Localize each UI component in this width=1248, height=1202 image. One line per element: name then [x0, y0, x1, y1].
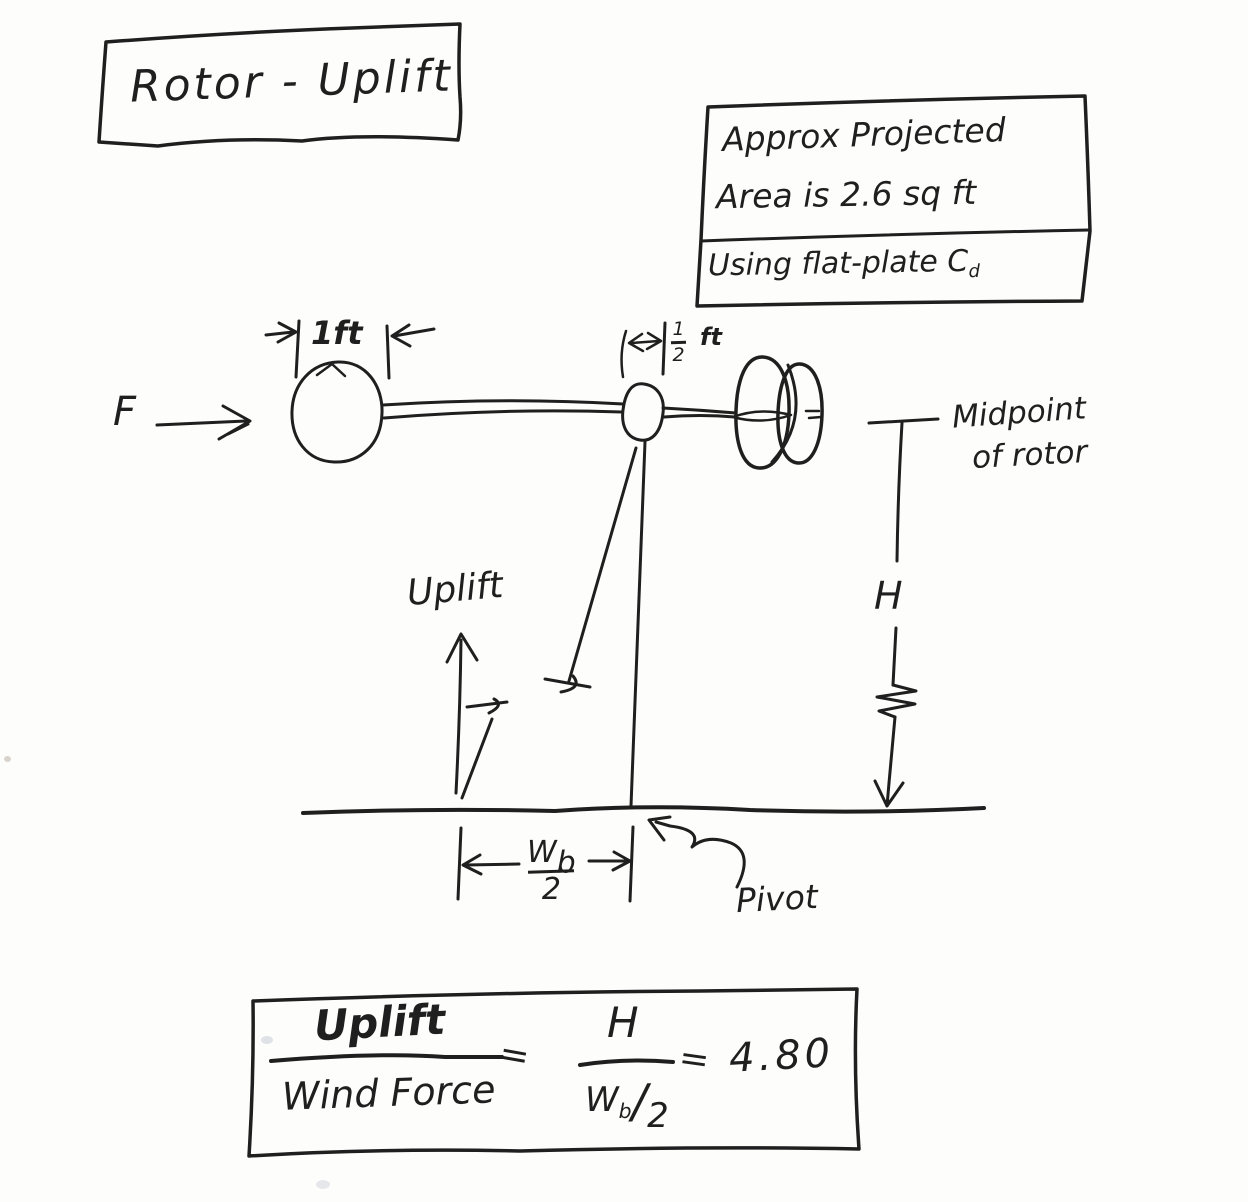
shaft-right-top — [661, 406, 738, 415]
formula-lhs-numerator: Uplift — [312, 994, 447, 1051]
note-box-border — [695, 94, 1092, 308]
wb-tick-right — [628, 825, 635, 903]
dim-1ft-tick-left — [294, 319, 301, 379]
midpoint-label-line1: Midpoint — [950, 390, 1088, 436]
note-line-1: Approx Projected — [721, 110, 1007, 159]
guy-line-1-end — [543, 674, 592, 694]
note-line-3-text: Using flat-plate — [707, 244, 948, 284]
nose-circle-tick — [315, 362, 347, 378]
dim-half-tick — [661, 321, 667, 376]
base-dim-subscript: b — [556, 845, 576, 881]
force-label: F — [113, 389, 137, 435]
paper-smudge — [4, 756, 11, 762]
formula-rhs-denominator: Wb/2 — [585, 1072, 669, 1133]
pivot-ellipse — [621, 382, 665, 442]
formula-rhs-numerator: H — [607, 998, 639, 1047]
cd-symbol: C — [947, 243, 969, 280]
formula-rhs-den-bottom: 2 — [647, 1096, 669, 1136]
rotor-blade-sweep — [770, 363, 798, 464]
height-label: H — [874, 574, 903, 618]
paper-smudge — [316, 1180, 330, 1189]
dim-1ft-tick-right — [385, 324, 391, 380]
shaft-left-bottom — [382, 409, 624, 420]
title-box-border — [97, 22, 463, 148]
formula-equals-2: = — [676, 1037, 712, 1082]
pivot-label: Pivot — [735, 876, 819, 921]
formula-rhs-den-symbol: W — [585, 1080, 619, 1120]
h-line-lower — [887, 715, 897, 785]
guy-line-2 — [460, 717, 494, 800]
sketch-title: Rotor - Uplift — [129, 50, 454, 113]
hub-dim-denominator: 2 — [672, 344, 685, 366]
note-line-3: Using flat-plate Cd — [707, 243, 981, 284]
wb-tick-left — [456, 826, 463, 901]
wb-arrow-right — [587, 850, 632, 872]
base-dim-fraction: Wb 2 — [527, 838, 576, 905]
hub-dim-unit: ft — [700, 323, 722, 351]
midpoint-label-line2: of rotor — [971, 434, 1089, 476]
formula-lhs-denominator: Wind Force — [281, 1067, 497, 1119]
formula-rhs-bar — [578, 1058, 675, 1067]
rotor-disc-front — [734, 355, 791, 470]
guy-line-1 — [567, 446, 638, 683]
hub-dim-bar — [670, 340, 687, 345]
hub-dim-fraction: 1 2 — [670, 318, 687, 366]
shaft-right-bottom — [662, 414, 737, 419]
wb-arrow-left — [461, 853, 521, 876]
rotor-tick — [804, 409, 823, 420]
nose-dim-label: 1ft — [311, 314, 363, 352]
ground-line — [301, 805, 986, 815]
uplift-arrowhead-icon — [445, 632, 479, 664]
note-box-divider — [699, 228, 1091, 243]
force-arrowhead-icon — [217, 404, 252, 441]
dim-half-arrow — [627, 331, 663, 353]
cd-subscript: d — [968, 260, 981, 283]
formula-lhs-bar — [269, 1053, 504, 1063]
h-arrowhead-icon — [873, 779, 905, 808]
base-dim-denominator: 2 — [541, 872, 561, 907]
rotor-hub-lens — [731, 410, 793, 422]
formula-result: 4.80 — [727, 1030, 836, 1082]
base-dim-symbol: W — [527, 835, 557, 870]
formula-equals-1: = — [495, 1032, 533, 1079]
formula-rhs-den-slash: / — [631, 1074, 648, 1128]
formula-box-border — [247, 987, 861, 1158]
h-line-break — [875, 683, 918, 719]
rotor-disc-back — [776, 362, 824, 465]
midpoint-tbar — [867, 417, 940, 425]
uplift-arrow — [454, 638, 463, 795]
h-line-mid — [891, 626, 898, 687]
formula-rhs-den-subscript: b — [618, 1099, 632, 1124]
hub-dim-numerator: 1 — [672, 318, 685, 340]
force-arrow — [155, 419, 248, 427]
shaft-left-top — [381, 399, 625, 407]
tower-pole — [629, 440, 647, 808]
dim-1ft-arrow-left — [264, 321, 298, 344]
dim-1ft-arrow-right — [390, 323, 436, 348]
uplift-label: Uplift — [405, 564, 505, 615]
h-line-upper — [895, 421, 904, 563]
nose-circle — [290, 360, 384, 464]
pivot-arrowhead-icon — [647, 815, 672, 842]
paper-smudge — [261, 1036, 273, 1044]
dim-half-paren — [620, 329, 628, 379]
pivot-callout-arrow — [654, 820, 746, 889]
guy-line-2-top — [465, 697, 509, 715]
note-line-2: Area is 2.6 sq ft — [715, 172, 977, 217]
